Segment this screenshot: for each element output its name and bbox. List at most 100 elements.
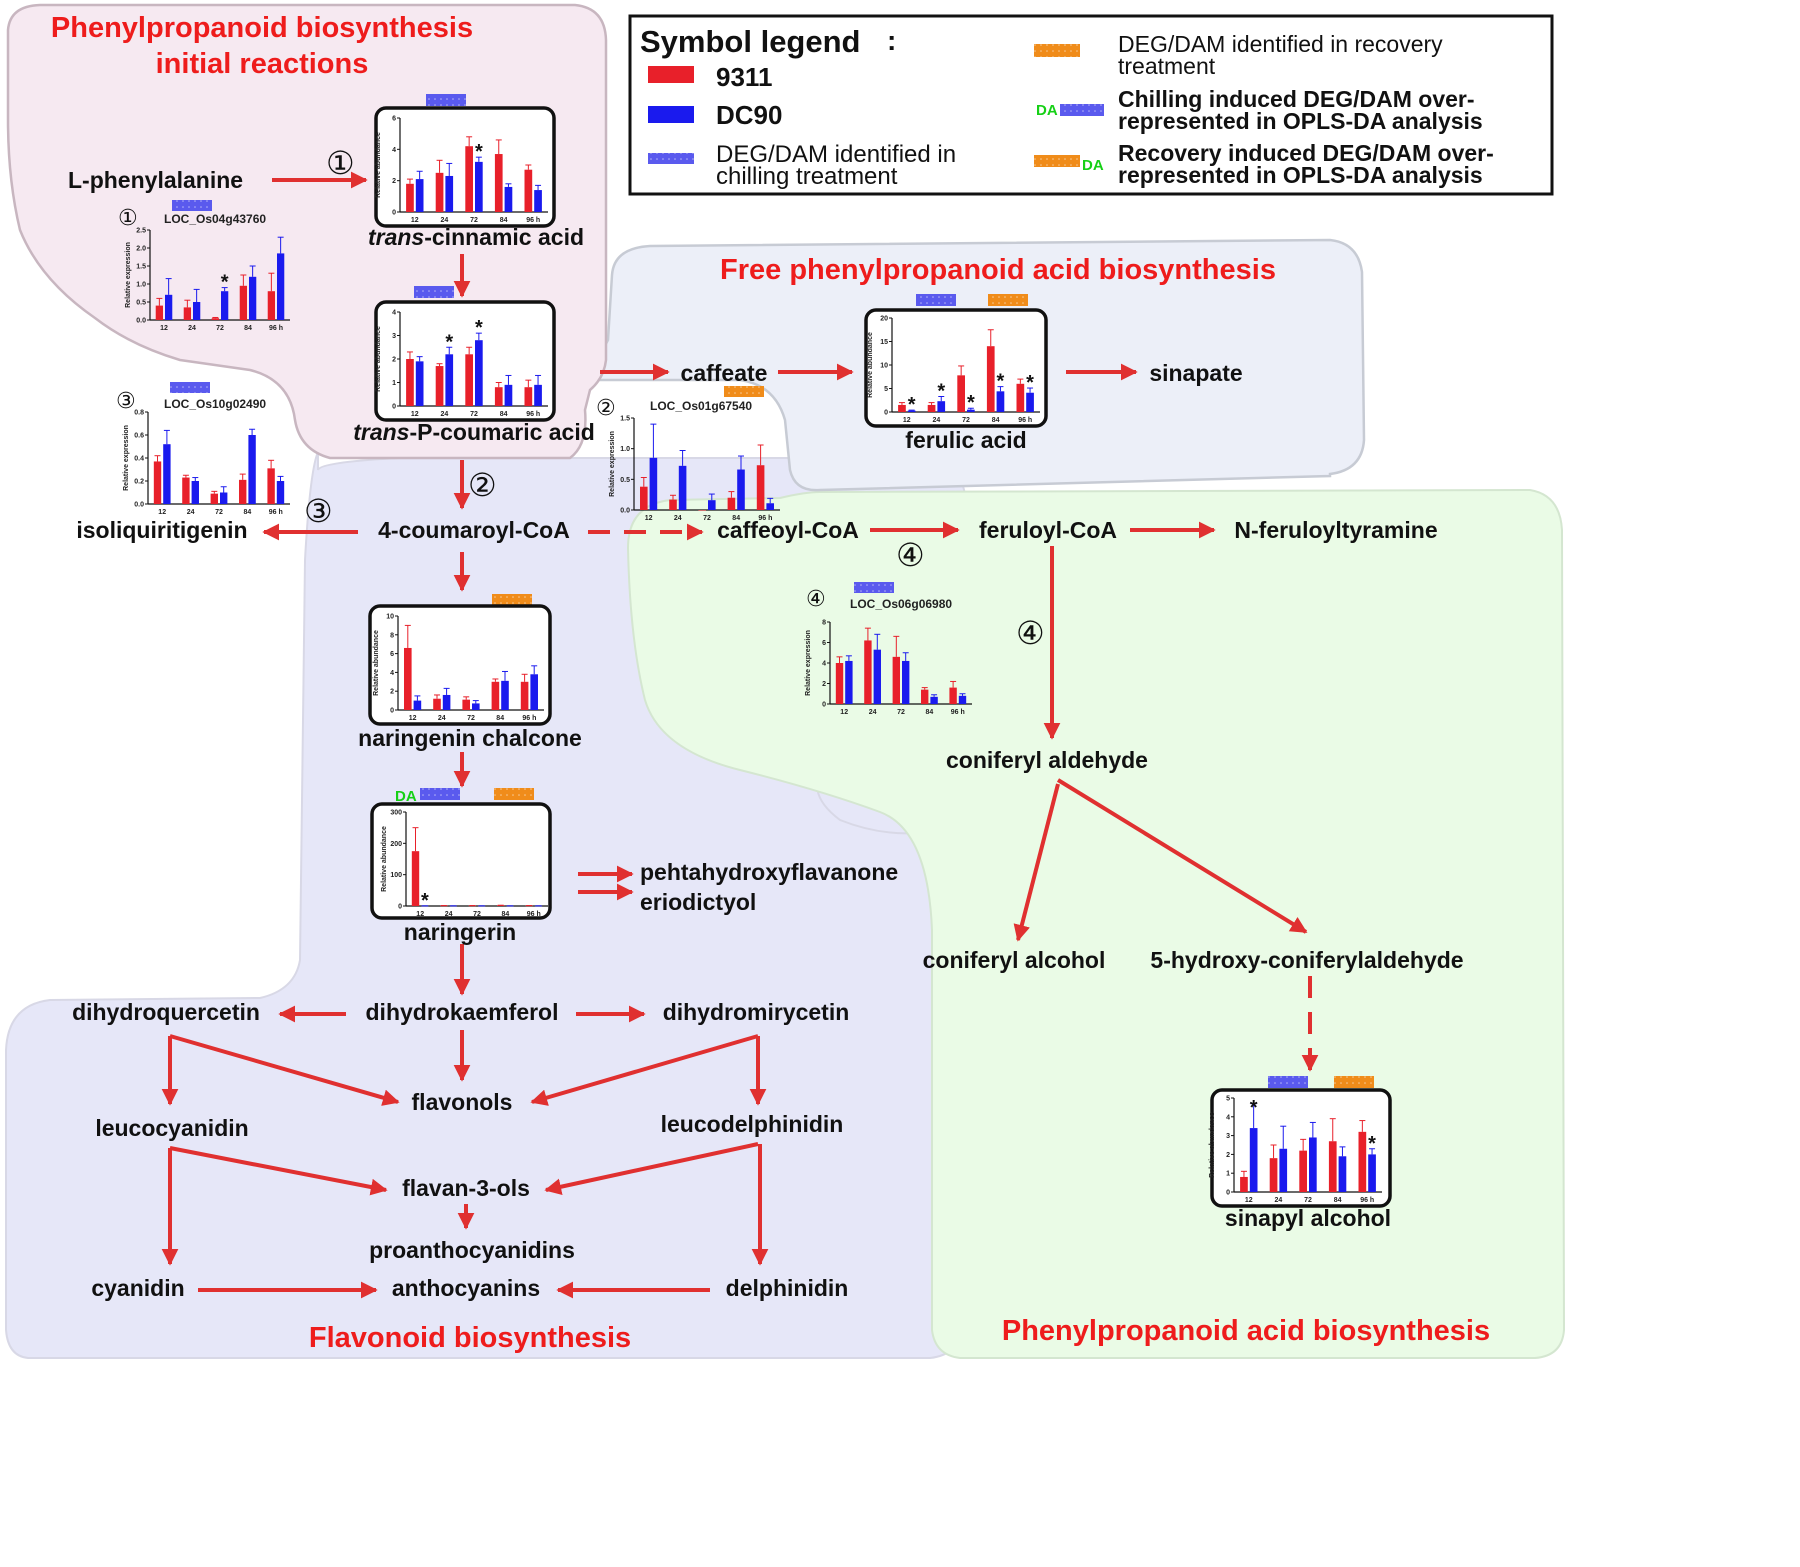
- bar-dc90: [163, 444, 171, 504]
- bar-dc90: [534, 384, 542, 406]
- x-tick-label: 12: [158, 509, 166, 516]
- y-tick-label: 0.8: [134, 410, 144, 417]
- mol-ferulic-acid: ferulic acid: [905, 427, 1026, 453]
- bar-dc90: [1026, 392, 1034, 412]
- region-title-initial-line2: initial reactions: [156, 48, 369, 80]
- mol-leucocyanidin: leucocyanidin: [95, 1115, 248, 1141]
- y-tick-label: 5: [884, 386, 888, 393]
- x-tick-label: 84: [500, 411, 508, 418]
- bar-9311: [494, 154, 503, 212]
- mol-n-feruloyltyramine: N-feruloyltyramine: [1234, 517, 1437, 543]
- legend-deg-chilling-line2: chilling treatment: [716, 163, 898, 190]
- x-tick-label: 72: [470, 411, 478, 418]
- bar-dc90: [193, 302, 201, 320]
- y-tick-label: 0: [884, 410, 888, 417]
- enzyme-3-label: ③: [304, 493, 333, 529]
- bar-dc90: [277, 253, 285, 320]
- bar-9311: [1358, 1131, 1367, 1192]
- enzyme-1-label: ①: [326, 145, 355, 181]
- x-tick-label: 96 h: [269, 509, 283, 516]
- pathway-diagram: Phenylpropanoid biosynthesis initial rea…: [5, 3, 1566, 1359]
- y-tick-label: 2: [822, 681, 826, 688]
- x-tick-label: 96 h: [758, 515, 772, 522]
- bar-dc90: [937, 401, 946, 412]
- mol-coniferyl-alcohol: coniferyl alcohol: [923, 947, 1106, 973]
- x-tick-label: 72: [897, 709, 905, 716]
- mol-naringerin: naringerin: [404, 919, 516, 945]
- bar-9311: [892, 656, 900, 704]
- bar-9311: [957, 375, 965, 412]
- x-tick-label: 24: [869, 709, 877, 716]
- bar-dc90: [413, 700, 422, 710]
- bar-9311: [462, 699, 470, 710]
- mol-trans-coumaric-acid: trans-P-coumaric acid: [353, 419, 595, 445]
- mol-sinapate: sinapate: [1149, 360, 1242, 386]
- significance-star: *: [421, 890, 429, 912]
- bar-dc90: [902, 660, 910, 704]
- x-tick-label: 96 h: [527, 911, 541, 918]
- mol-4-coumaroyl-coa: 4-coumaroyl-CoA: [378, 517, 570, 543]
- arrow-to-hydroxyconiferylaldehyde: [1056, 778, 1308, 934]
- bar-9311: [524, 387, 533, 406]
- mol-pehtahydroxyflavanone: pehtahydroxyflavanone: [640, 859, 898, 885]
- y-tick-label: 0.2: [134, 479, 144, 486]
- enzyme-4-label-b: ④: [1016, 615, 1045, 651]
- x-tick-label: 12: [645, 515, 653, 522]
- x-tick-label: 24: [933, 417, 941, 424]
- mol-caffeoyl-coa: caffeoyl-CoA: [717, 517, 859, 543]
- y-tick-label: 1.5: [620, 416, 630, 423]
- mol-eriodictyol: eriodictyol: [640, 889, 756, 915]
- x-tick-label: 24: [441, 217, 449, 224]
- bar-dc90: [1368, 1154, 1376, 1192]
- x-tick-label: 12: [411, 411, 419, 418]
- bar-9311: [435, 366, 444, 406]
- bar-9311: [183, 307, 191, 320]
- y-tick-label: 20: [880, 316, 888, 323]
- x-tick-label: 24: [187, 509, 195, 516]
- y-tick-label: 10: [386, 614, 394, 621]
- bar-dc90: [708, 500, 716, 510]
- x-tick-label: 84: [244, 509, 252, 516]
- bar-dc90: [678, 465, 687, 510]
- bar-dc90: [930, 696, 938, 704]
- mol-anthocyanins: anthocyanins: [392, 1275, 540, 1301]
- x-tick-label: 96 h: [269, 325, 283, 332]
- arrow-to-coniferylalcohol: [1013, 783, 1060, 942]
- y-tick-label: 1.0: [136, 282, 146, 289]
- mol-delphinidin: delphinidin: [726, 1275, 849, 1301]
- legend-title-colon: :: [887, 25, 896, 56]
- legend-deg-recovery-line2: treatment: [1118, 53, 1216, 79]
- legend-dc90-label: DC90: [716, 100, 782, 130]
- x-tick-label: 12: [1245, 1197, 1253, 1204]
- bar-9311: [1269, 1158, 1278, 1192]
- mol-sinapyl-alcohol: sinapyl alcohol: [1225, 1205, 1391, 1231]
- bar-dc90: [472, 703, 480, 710]
- symbol-legend: Symbol legend : 9311 DC90 DEG/DAM identi…: [628, 14, 1554, 196]
- pathway-arrows: [161, 171, 1319, 1299]
- significance-star: *: [475, 317, 483, 339]
- y-tick-label: 6: [392, 116, 396, 123]
- x-tick-label: 84: [732, 515, 740, 522]
- arrow-dihydroquercetin-to-flavonols: [169, 1034, 400, 1106]
- x-tick-label: 84: [496, 715, 504, 722]
- legend-9311-label: 9311: [716, 62, 772, 92]
- y-tick-label: 0.4: [134, 456, 144, 463]
- x-tick-label: 84: [502, 911, 510, 918]
- mol-naringenin-chalcone: naringenin chalcone: [358, 725, 582, 751]
- y-tick-label: 4: [392, 310, 396, 317]
- x-tick-label: 12: [416, 911, 424, 918]
- bar-9311: [898, 404, 906, 412]
- bar-dc90: [501, 680, 509, 710]
- y-tick-label: 5: [1226, 1096, 1230, 1103]
- legend-chill-opls-line2: represented in OPLS-DA analysis: [1118, 108, 1483, 134]
- x-tick-label: 72: [962, 417, 970, 424]
- y-tick-label: 0: [398, 904, 402, 911]
- bar-9311: [669, 499, 677, 510]
- y-tick-label: 0: [822, 702, 826, 709]
- bar-dc90: [445, 354, 454, 406]
- bar-dc90: [996, 391, 1005, 412]
- mol-caffeate: caffeate: [681, 360, 768, 386]
- enzyme-2-label: ②: [468, 467, 497, 503]
